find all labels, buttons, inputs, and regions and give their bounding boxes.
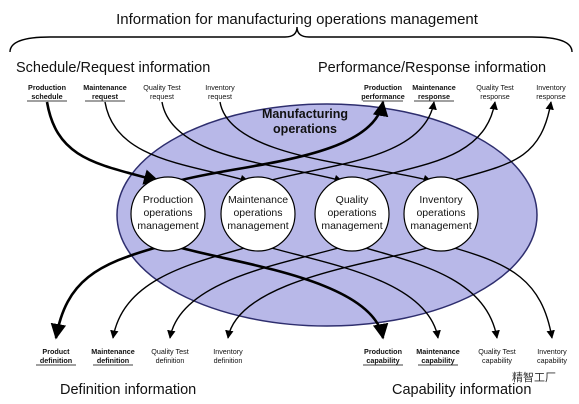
item-label-line2: response bbox=[480, 92, 510, 101]
activity-circles: ProductionoperationsmanagementMaintenanc… bbox=[130, 176, 479, 252]
definition-flow-arrow bbox=[167, 246, 343, 339]
activity-circle-shape bbox=[403, 176, 479, 252]
item-label-line2: definition bbox=[97, 356, 129, 365]
item-label-line2: definition bbox=[40, 356, 72, 365]
activity-label: operations bbox=[143, 207, 192, 219]
item-label-line1: Maintenance bbox=[412, 83, 456, 92]
item-label-line1: Inventory bbox=[536, 83, 566, 92]
performance-response-heading: Performance/Response information bbox=[318, 60, 546, 76]
response-flow-arrow bbox=[450, 101, 554, 182]
center-label-line1: Manufacturing bbox=[262, 107, 348, 121]
request-flow-arrow bbox=[219, 101, 432, 183]
activity-circle-shape bbox=[130, 176, 206, 252]
activity-circle-shape bbox=[314, 176, 390, 252]
item-label-line1: Quality Test bbox=[478, 347, 515, 356]
center-label-line2: operations bbox=[273, 122, 337, 136]
activity-circle-shape bbox=[220, 176, 296, 252]
definition-flow-arrow bbox=[225, 246, 432, 339]
capability-flow-arrow bbox=[450, 246, 555, 339]
item-label-line1: Quality Test bbox=[151, 347, 188, 356]
activity-label: operations bbox=[327, 207, 376, 219]
item-label-line2: schedule bbox=[31, 92, 62, 101]
item-label-line2: request bbox=[150, 92, 174, 101]
activity-label: Production bbox=[143, 194, 193, 206]
item-label-line1: Inventory bbox=[537, 347, 567, 356]
definition-flow-arrow bbox=[110, 246, 249, 339]
item-label-line1: Maintenance bbox=[91, 347, 135, 356]
activity-label: operations bbox=[416, 207, 465, 219]
item-label-line2: capability bbox=[421, 356, 454, 365]
definition-flow-arrow bbox=[50, 245, 159, 340]
activity-label: management bbox=[137, 220, 198, 232]
item-label-line1: Product bbox=[42, 347, 70, 356]
item-label-line2: capability bbox=[537, 356, 567, 365]
item-label-line2: capability bbox=[482, 356, 512, 365]
response-flow-arrow bbox=[267, 101, 437, 182]
item-label-line2: capability bbox=[366, 356, 399, 365]
item-label-line1: Inventory bbox=[205, 83, 235, 92]
item-label-line1: Production bbox=[28, 83, 66, 92]
item-label-line1: Inventory bbox=[213, 347, 243, 356]
item-label-line1: Production bbox=[364, 83, 402, 92]
request-flow-arrow bbox=[45, 101, 160, 185]
activity-label: management bbox=[410, 220, 471, 232]
activity-label: management bbox=[227, 220, 288, 232]
activity-label: Quality bbox=[336, 194, 369, 206]
item-label-line2: definition bbox=[214, 356, 243, 365]
request-flow-arrow bbox=[161, 101, 343, 183]
response-flow-arrow bbox=[361, 101, 498, 182]
item-label-line1: Maintenance bbox=[416, 347, 460, 356]
item-label-line1: Quality Test bbox=[143, 83, 180, 92]
capability-flow-arrow bbox=[267, 246, 441, 339]
item-label-line2: response bbox=[536, 92, 566, 101]
item-label-line2: response bbox=[418, 92, 450, 101]
definition-heading: Definition information bbox=[60, 382, 196, 398]
top-item-labels: ProductionscheduleMaintenancerequestQual… bbox=[27, 83, 566, 102]
item-label-line1: Quality Test bbox=[476, 83, 513, 92]
information-flows bbox=[45, 100, 555, 340]
item-label-line2: definition bbox=[156, 356, 185, 365]
activity-label: Maintenance bbox=[228, 194, 288, 206]
watermark-text: 精智工厂 bbox=[512, 370, 556, 384]
item-label-line1: Maintenance bbox=[83, 83, 127, 92]
request-flow-arrow bbox=[104, 101, 249, 183]
bottom-item-labels: ProductdefinitionMaintenancedefinitionQu… bbox=[36, 347, 567, 366]
top-brace bbox=[9, 26, 573, 53]
schedule-request-heading: Schedule/Request information bbox=[16, 60, 210, 76]
activity-label: operations bbox=[233, 207, 282, 219]
item-label-line2: request bbox=[92, 92, 119, 101]
capability-flow-arrow bbox=[177, 245, 389, 340]
capability-heading: Capability information bbox=[392, 382, 531, 398]
item-label-line2: request bbox=[208, 92, 232, 101]
activity-label: management bbox=[321, 220, 382, 232]
activity-label: Inventory bbox=[419, 194, 463, 206]
response-flow-arrow bbox=[177, 100, 389, 183]
item-label-line2: performance bbox=[361, 92, 405, 101]
item-label-line1: Production bbox=[364, 347, 402, 356]
capability-flow-arrow bbox=[361, 246, 500, 339]
diagram-title: Information for manufacturing operations… bbox=[116, 11, 479, 28]
